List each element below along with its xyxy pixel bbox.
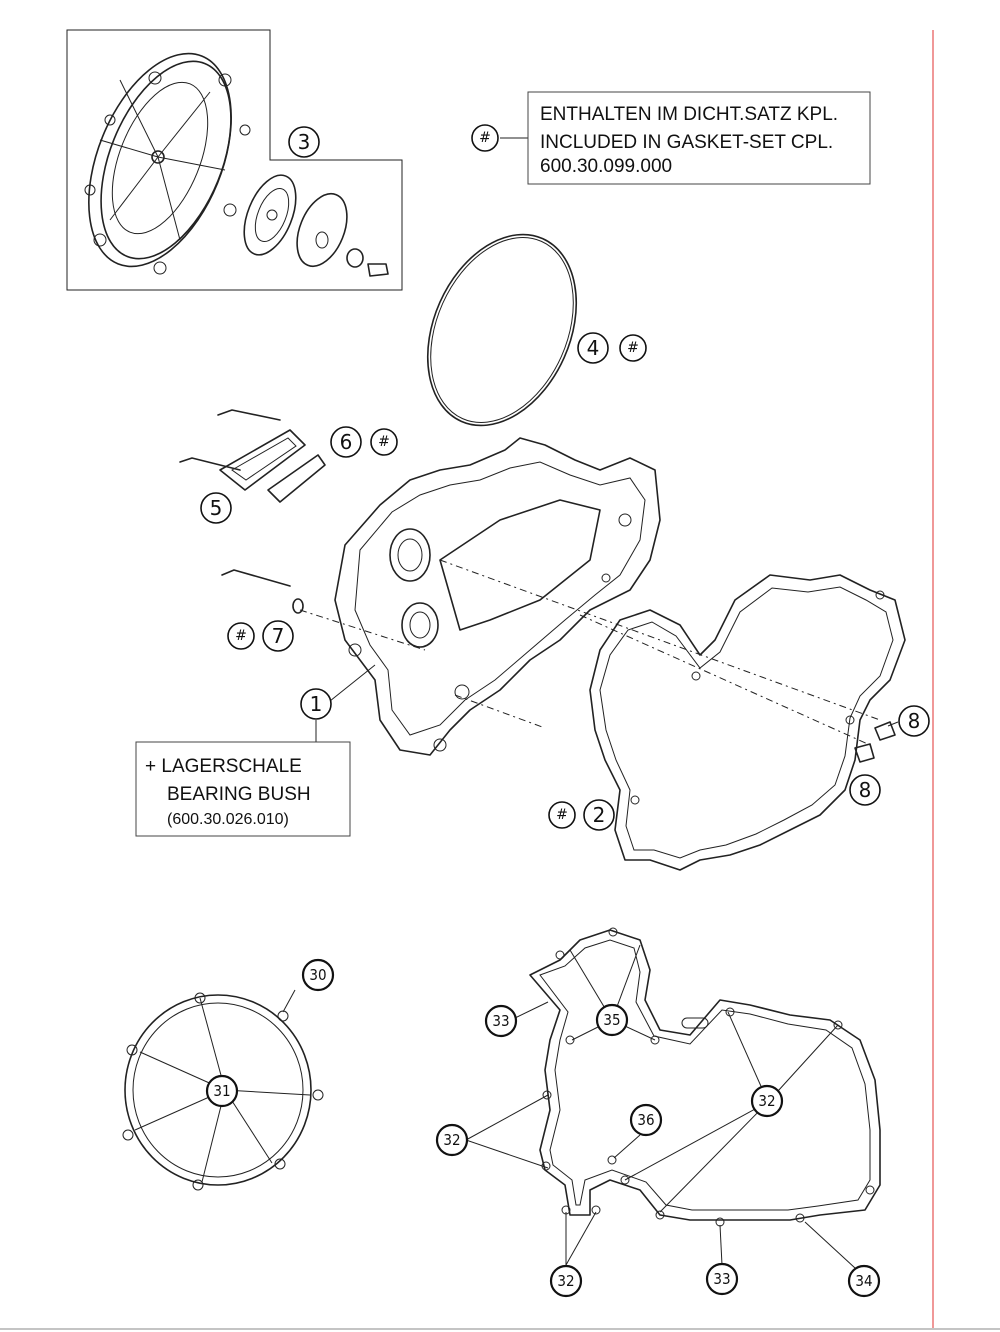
alignment-lines bbox=[299, 559, 881, 746]
o-ring-part bbox=[426, 233, 578, 427]
hash-symbol-icon bbox=[548, 801, 576, 829]
svg-text:5: 5 bbox=[210, 496, 223, 520]
svg-text:30: 30 bbox=[309, 966, 326, 984]
svg-text:1: 1 bbox=[310, 692, 323, 716]
hash-symbol-icon bbox=[619, 334, 647, 362]
callout-33-bottom: 33 bbox=[705, 1262, 739, 1296]
svg-text:36: 36 bbox=[637, 1111, 654, 1129]
svg-text:#: # bbox=[556, 807, 568, 823]
dowel-pin bbox=[874, 721, 896, 741]
callout-6: 6 # bbox=[330, 426, 398, 458]
svg-text:35: 35 bbox=[603, 1011, 620, 1029]
callout-32-bottom: 32 bbox=[549, 1264, 583, 1298]
legend-line-german: ENTHALTEN IM DICHT.SATZ KPL. bbox=[540, 104, 838, 125]
clutch-cover-inset bbox=[66, 29, 403, 291]
callout-33-left: 33 bbox=[484, 1004, 518, 1038]
svg-text:#: # bbox=[235, 628, 247, 644]
callout-2: # 2 bbox=[548, 799, 615, 831]
svg-text:32: 32 bbox=[443, 1131, 460, 1149]
callout-7: # 7 bbox=[227, 620, 294, 652]
hash-symbol-text: # bbox=[479, 130, 491, 146]
callout-35: 35 bbox=[595, 1003, 629, 1037]
callout-32-left: 32 bbox=[435, 1123, 469, 1157]
hash-symbol-icon bbox=[370, 428, 398, 456]
legend-line-english: INCLUDED IN GASKET-SET CPL. bbox=[540, 132, 833, 153]
svg-text:#: # bbox=[378, 434, 390, 450]
svg-text:6: 6 bbox=[340, 430, 353, 454]
callout-5: 5 bbox=[200, 492, 232, 524]
hash-symbol-icon bbox=[471, 124, 499, 152]
legend-part-number: 600.30.099.000 bbox=[540, 156, 672, 177]
svg-text:2: 2 bbox=[593, 803, 606, 827]
svg-text:32: 32 bbox=[758, 1092, 775, 1110]
callout-34: 34 bbox=[847, 1264, 881, 1298]
callout-8-lower: 8 bbox=[849, 774, 881, 806]
svg-text:34: 34 bbox=[855, 1272, 872, 1290]
note-line-german: + LAGERSCHALE bbox=[145, 756, 302, 777]
crankcase-gasket bbox=[465, 927, 881, 1269]
callout-31: 31 bbox=[205, 1074, 239, 1108]
svg-text:8: 8 bbox=[908, 709, 921, 733]
svg-text:3: 3 bbox=[298, 130, 311, 154]
hash-symbol-icon bbox=[227, 622, 255, 650]
svg-text:8: 8 bbox=[859, 778, 872, 802]
callout-8-upper: 8 bbox=[898, 705, 930, 737]
svg-text:4: 4 bbox=[587, 336, 600, 360]
svg-text:33: 33 bbox=[492, 1012, 509, 1030]
gasket-set-legend: # ENTHALTEN IM DICHT.SATZ KPL. INCLUDED … bbox=[471, 91, 871, 185]
svg-text:33: 33 bbox=[713, 1270, 730, 1288]
bearing-bush-note: + LAGERSCHALE BEARING BUSH (600.30.026.0… bbox=[135, 741, 351, 837]
svg-text:7: 7 bbox=[272, 624, 285, 648]
callout-30: 30 bbox=[301, 958, 335, 992]
svg-text:31: 31 bbox=[213, 1082, 230, 1100]
note-line-english: BEARING BUSH bbox=[167, 784, 311, 805]
callout-36: 36 bbox=[629, 1103, 663, 1137]
callout-1: 1 bbox=[300, 688, 332, 720]
svg-text:#: # bbox=[627, 340, 639, 356]
ignition-cover bbox=[334, 437, 661, 756]
leader-lines-top bbox=[315, 664, 899, 742]
callout-4: 4 # bbox=[577, 332, 647, 364]
callout-3: 3 bbox=[288, 126, 320, 158]
svg-text:32: 32 bbox=[557, 1272, 574, 1290]
cover-gasket bbox=[589, 574, 906, 871]
dowel-pin bbox=[854, 743, 875, 763]
water-pump-cover bbox=[179, 409, 326, 614]
note-part-number: (600.30.026.010) bbox=[167, 811, 289, 828]
clutch-cover-gasket bbox=[122, 989, 324, 1191]
callout-32-right: 32 bbox=[750, 1084, 784, 1118]
